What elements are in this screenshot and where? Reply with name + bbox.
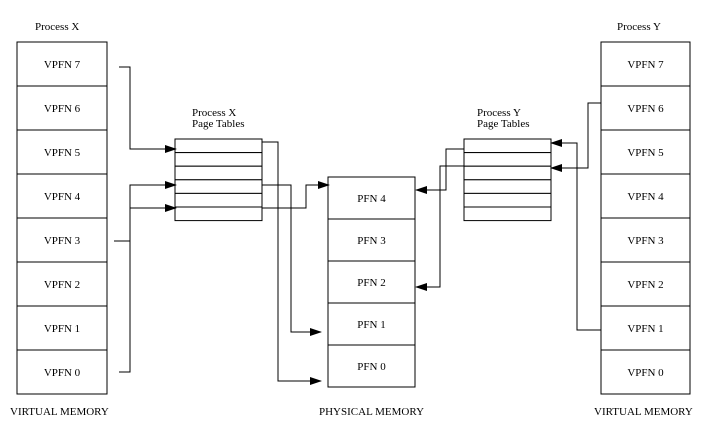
pfn-cell: PFN 2 (327, 260, 416, 304)
arrow-ptx-to-pfn0 (262, 141, 322, 385)
vpfn-cell: VPFN 7 (16, 41, 108, 87)
process-y-title: Process Y (617, 21, 661, 33)
vpfn-cell: VPFN 4 (600, 173, 691, 219)
vpfn-cell: VPFN 0 (16, 349, 108, 395)
vpfn-cell-label: VPFN 5 (44, 147, 81, 159)
vpfn-cell-label: VPFN 3 (44, 235, 81, 247)
pfn-cell-label: PFN 0 (357, 361, 386, 373)
page-table-entry (174, 192, 263, 208)
arrow-ptx-to-pfn1 (262, 184, 322, 336)
virtual-memory-right-caption: VIRTUAL MEMORY (594, 406, 693, 418)
arrow-px-vpfn0-to-pt (119, 204, 177, 373)
pt-x-caption-line2: Page Tables (192, 118, 245, 130)
arrow-py-vpfn1-to-pt (550, 139, 601, 331)
vpfn-cell-label: VPFN 5 (627, 147, 664, 159)
pfn-cell-label: PFN 1 (357, 319, 385, 331)
vpfn-cell: VPFN 3 (600, 217, 691, 263)
vpfn-cell-label: VPFN 2 (44, 279, 80, 291)
page-table-entry (463, 192, 552, 208)
process-x-virtual-memory: VPFN 7 VPFN 6 VPFN 5 VPFN 4 VPFN 3 VPFN 2 VPFN… (16, 41, 108, 395)
arrow-px-vpfn7-to-pt (119, 66, 177, 153)
page-table-entry (463, 165, 552, 181)
physical-memory: PFN 4 PFN 3 PFN 2 PFN 1 PFN 0 (327, 176, 416, 388)
vpfn-cell-label: VPFN 6 (627, 103, 664, 115)
vpfn-cell-label: VPFN 1 (627, 323, 663, 335)
pt-y-caption-line1: Process Y (477, 107, 521, 119)
pfn-cell: PFN 0 (327, 344, 416, 388)
page-table-entry (463, 206, 552, 222)
pt-x-caption-line1: Process X (192, 107, 236, 119)
process-x-page-table (174, 138, 263, 222)
pfn-cell: PFN 1 (327, 302, 416, 346)
vpfn-cell-label: VPFN 1 (44, 323, 80, 335)
arrow-py-vpfn6-to-pt (550, 102, 601, 172)
physical-memory-caption: PHYSICAL MEMORY (319, 406, 424, 418)
vpfn-cell: VPFN 6 (600, 85, 691, 131)
pfn-cell: PFN 3 (327, 218, 416, 262)
page-table-entry (174, 206, 263, 222)
pfn-cell-label: PFN 2 (357, 277, 385, 289)
vpfn-cell: VPFN 1 (16, 305, 108, 351)
arrow-ptx-to-pfn4 (262, 181, 330, 209)
vpfn-cell: VPFN 0 (600, 349, 691, 395)
vpfn-cell: VPFN 6 (16, 85, 108, 131)
process-x-title: Process X (35, 21, 79, 33)
arrow-px-vpfn3-to-pt (114, 181, 177, 242)
vpfn-cell: VPFN 2 (600, 261, 691, 307)
pt-y-caption-line2: Page Tables (477, 118, 530, 130)
page-table-entry (463, 152, 552, 167)
page-table-entry (463, 179, 552, 194)
vpfn-cell-label: VPFN 0 (627, 367, 664, 379)
vpfn-cell-label: VPFN 2 (627, 279, 663, 291)
mapping-arrows (114, 66, 601, 385)
pfn-cell: PFN 4 (327, 176, 416, 220)
vpfn-cell-label: VPFN 4 (44, 191, 81, 203)
vpfn-cell: VPFN 5 (600, 129, 691, 175)
page-table-entry (174, 179, 263, 194)
vpfn-cell: VPFN 4 (16, 173, 108, 219)
vpfn-cell-label: VPFN 0 (44, 367, 81, 379)
process-y-virtual-memory: VPFN 7 VPFN 6 VPFN 5 VPFN 4 VPFN 3 VPFN 2 VPFN… (600, 41, 691, 395)
vpfn-cell-label: VPFN 7 (44, 59, 81, 71)
page-table-entry (174, 152, 263, 167)
vpfn-cell-label: VPFN 4 (627, 191, 664, 203)
vpfn-cell-label: VPFN 3 (627, 235, 664, 247)
vpfn-cell-label: VPFN 7 (627, 59, 664, 71)
vpfn-cell: VPFN 3 (16, 217, 108, 263)
arrow-pty-to-pfn4 (415, 148, 464, 194)
arrow-pty-to-pfn2 (415, 165, 464, 291)
page-table-entry (174, 138, 263, 154)
virtual-memory-left-caption: VIRTUAL MEMORY (10, 406, 109, 418)
process-y-page-table (463, 138, 552, 222)
vpfn-cell: VPFN 7 (600, 41, 691, 87)
page-table-entry (463, 138, 552, 154)
pfn-cell-label: PFN 4 (357, 193, 386, 205)
vpfn-cell: VPFN 1 (600, 305, 691, 351)
vpfn-cell-label: VPFN 6 (44, 103, 81, 115)
vpfn-cell: VPFN 5 (16, 129, 108, 175)
vpfn-cell: VPFN 2 (16, 261, 108, 307)
page-table-entry (174, 165, 263, 181)
pfn-cell-label: PFN 3 (357, 235, 386, 247)
